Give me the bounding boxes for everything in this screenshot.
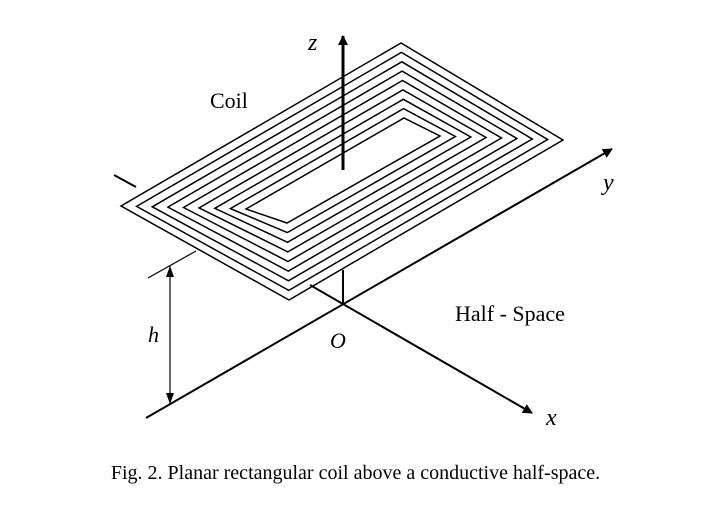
coil-turn [150,60,534,282]
height-label: h [148,322,159,347]
coil-turn [228,107,457,234]
coil-turn [197,89,488,253]
y-axis-label: y [601,170,614,196]
x-axis [309,284,533,414]
coil-turn [181,79,503,263]
x-axis-label: x [545,405,557,431]
coil-turn [166,70,519,272]
half-space-label: Half - Space [455,301,565,326]
coil-turns [119,42,565,301]
z-axis-label: z [307,30,318,56]
x-axis-back-segment [113,174,137,188]
coil-turn [213,98,473,244]
y-axis [145,148,613,419]
coil-turn [135,51,550,292]
figure-caption: Fig. 2. Planar rectangular coil above a … [110,462,601,484]
height-arrow-bottom [166,393,174,404]
origin-label: O [330,328,346,353]
coil-turn [244,117,442,224]
height-tick-top [147,250,197,279]
height-arrow-top [166,266,174,277]
coil-turn [119,42,565,301]
coil-label: Coil [210,88,248,113]
